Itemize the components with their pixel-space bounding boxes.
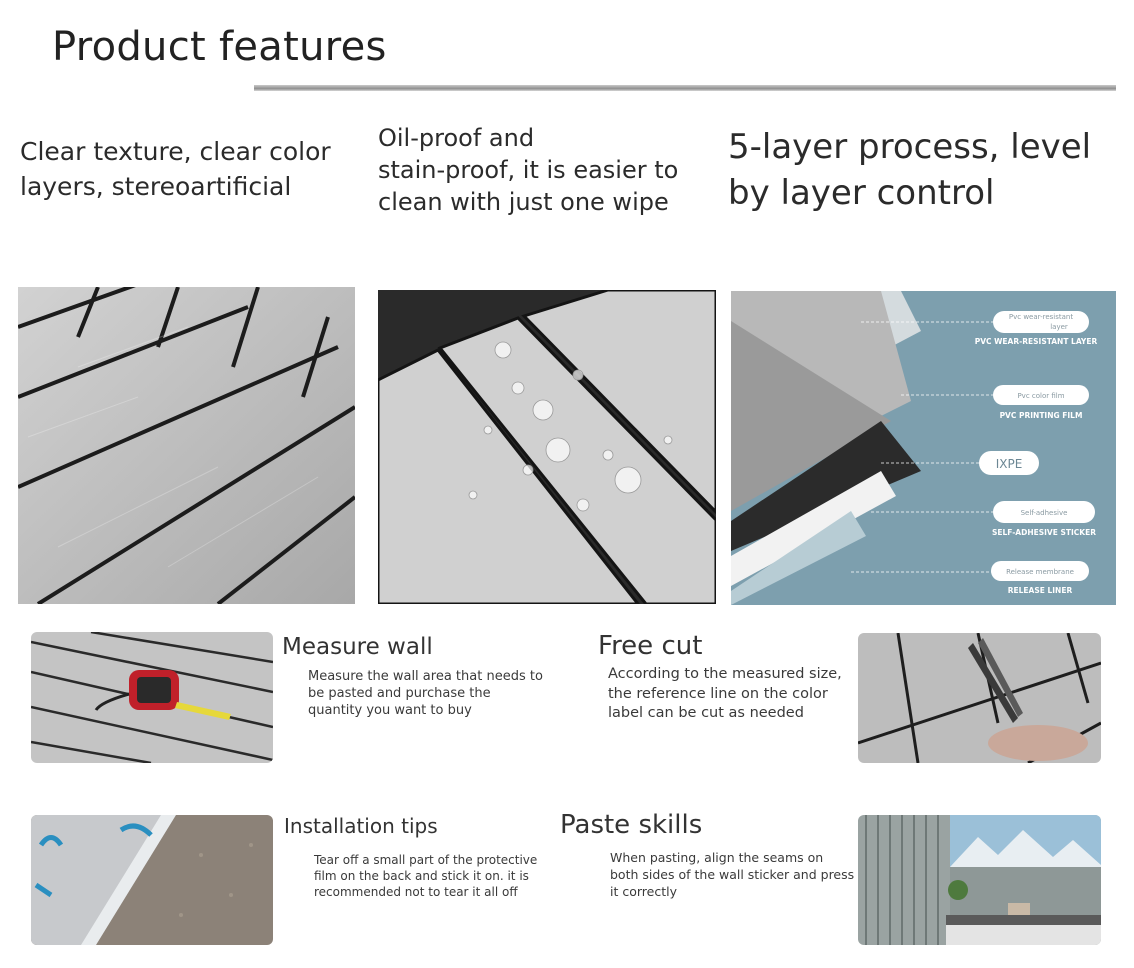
feature-layers-line2: by layer control [728,173,995,213]
layer-caption-release: RELEASE LINER [1008,586,1073,595]
step-cut-desc-line3: label can be cut as needed [608,705,804,721]
feature-oilproof-text: Oil-proof and stain-proof, it is easier … [378,122,678,218]
step-install-desc-line2: film on the back and stick it on. it is [314,869,529,883]
step-cut-desc-line2: the reference line on the color [608,685,828,702]
feature-texture-line2: layers, stereoartificial [20,172,292,201]
feature-oilproof-line2: stain-proof, it is easier to [378,156,679,184]
feature-layers-line1: 5-layer process, level [728,127,1092,167]
layer-caption-color: PVC PRINTING FILM [1000,411,1083,420]
step-paste-desc-line2: both sides of the wall sticker and press [610,867,855,882]
title-divider [254,85,1116,91]
feature-oilproof-line3: clean with just one wipe [378,188,669,216]
layer-label-ixpe: IXPE [996,457,1023,471]
water-drops-photo [378,290,716,604]
step-install-title: Installation tips [284,814,438,838]
step-cut-title: Free cut [598,631,703,661]
installation-tips-photo [31,815,273,945]
step-paste-desc-line3: it correctly [610,884,677,899]
step-install-desc: Tear off a small part of the protective … [314,852,537,900]
measure-wall-photo [31,632,273,763]
layer-label-release: Release membrane [1006,568,1074,576]
step-install-desc-line1: Tear off a small part of the protective [314,853,538,867]
layer-label-wear-line1: Pvc wear-resistant [1009,313,1073,321]
feature-texture-text: Clear texture, clear color layers, stere… [20,134,331,204]
feature-oilproof-line1: Oil-proof and [378,124,535,152]
step-install-desc-line3: recommended not to tear it all off [314,885,518,899]
layer-label-adhesive: Self-adhesive [1021,509,1068,517]
step-paste-desc: When pasting, align the seams on both si… [610,849,854,900]
feature-layers-text: 5-layer process, level by layer control [728,124,1091,216]
paste-skills-photo [858,815,1101,945]
layer-structure-diagram: Pvc wear-resistant layer PVC WEAR-RESIST… [731,291,1116,605]
step-measure-desc-line1: Measure the wall area that needs to [308,669,543,684]
layer-caption-wear: PVC WEAR-RESISTANT LAYER [975,337,1098,346]
step-cut-desc-line1: According to the measured size, [608,666,842,682]
layer-caption-adhesive: SELF-ADHESIVE STICKER [992,528,1096,537]
step-measure-desc-line3: quantity you want to buy [308,703,472,718]
page-title: Product features [52,24,387,70]
step-measure-title: Measure wall [282,634,433,660]
step-cut-desc: According to the measured size, the refe… [608,665,842,724]
step-measure-desc-line2: be pasted and purchase the [308,686,491,701]
feature-texture-line1: Clear texture, clear color [20,137,331,166]
step-paste-desc-line1: When pasting, align the seams on [610,850,824,865]
free-cut-photo [858,633,1101,763]
layer-label-color: Pvc color film [1017,392,1064,400]
step-paste-title: Paste skills [560,810,703,840]
layer-label-wear-line2: layer [1050,323,1068,331]
wood-texture-photo [18,287,355,604]
step-measure-desc: Measure the wall area that needs to be p… [308,668,543,719]
